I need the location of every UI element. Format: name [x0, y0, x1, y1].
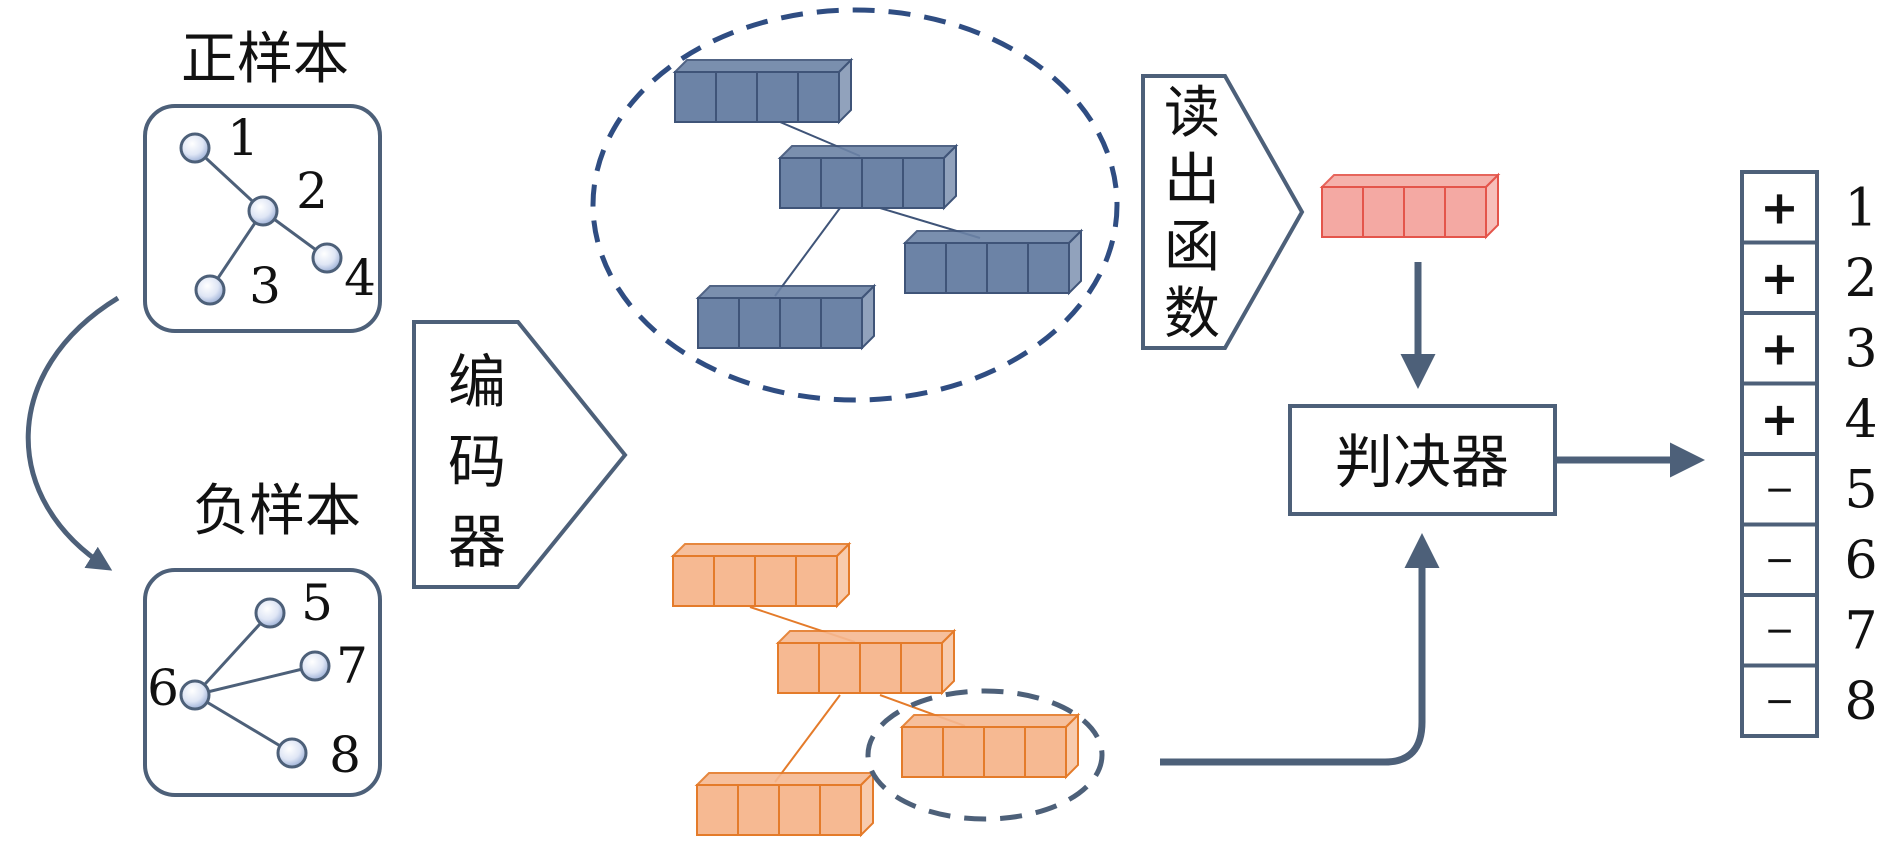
summary-embedding-vector: [1319, 172, 1501, 240]
summary-vector: [1319, 172, 1501, 240]
negative-embedding-vector-4: [694, 770, 876, 838]
readout-block: [1141, 74, 1305, 350]
positive-embedding-vector-4: [695, 283, 877, 351]
node-label-1: 1: [227, 109, 259, 167]
graph-node-7: [299, 650, 331, 682]
node-label-4: 4: [344, 249, 376, 307]
encoder-block: [412, 320, 628, 589]
negative-to-discriminator-arrow: [1160, 533, 1440, 766]
output-index-label: 7: [1844, 601, 1877, 661]
positive-label-sign: +: [1760, 321, 1799, 375]
output-index-label: 3: [1844, 319, 1877, 379]
graph-node-5: [254, 597, 286, 629]
discriminator-box: [1288, 404, 1557, 516]
selected-negative-embedding-ring: [865, 688, 1105, 822]
negative-label-sign: −: [1764, 610, 1794, 651]
graph-node-2: [247, 195, 279, 227]
output-scores: +1 +2 +3 +4 − 5 − 6 − 7 − 8: [1740, 170, 1878, 738]
negative-embedding-vector-3: [899, 712, 1081, 780]
node-label-8: 8: [329, 726, 361, 784]
node-label-3: 3: [249, 257, 281, 315]
graph-node-3: [194, 274, 226, 306]
positive-label-sign: +: [1760, 392, 1799, 446]
node-label-5: 5: [301, 574, 333, 632]
output-index-label: 8: [1844, 672, 1877, 732]
node-label-6: 6: [147, 659, 179, 717]
positive-label-sign: +: [1760, 180, 1799, 234]
output-index-label: 1: [1844, 178, 1877, 238]
positive-embedding-vector-2: [777, 143, 959, 211]
output-index-label: 6: [1844, 531, 1877, 591]
positive-sample-title: 正样本: [181, 27, 349, 92]
encoder-label-char-2: 码: [448, 428, 506, 496]
negative-graph-box: [143, 568, 382, 797]
encoder-label-char-3: 器: [448, 508, 506, 576]
output-index-label: 4: [1844, 390, 1877, 450]
negative-embedding-vector-2: [775, 628, 957, 696]
readout-label-char-1: 读: [1164, 81, 1220, 146]
graph-node-6: [179, 679, 211, 711]
graph-node-8: [276, 737, 308, 769]
negative-graph-edges: [193, 611, 316, 755]
encoder-label-char-1: 编: [448, 348, 506, 416]
output-index-label: 2: [1844, 249, 1877, 309]
negative-label-sign: −: [1764, 681, 1794, 722]
positive-label-sign: +: [1760, 251, 1799, 305]
negative-sample-title: 负样本: [193, 479, 361, 544]
node-label-7: 7: [336, 637, 368, 695]
discriminator-label: 判决器: [1335, 428, 1509, 496]
positive-embedding-vector-3: [902, 228, 1084, 296]
negative-label-sign: −: [1764, 540, 1794, 581]
corruption-arrow: [25, 295, 120, 571]
negative-embedding-vector-1: [670, 541, 852, 609]
positive-embeddings: [672, 57, 1084, 351]
negative-embeddings: [670, 541, 1081, 838]
graph-node-4: [311, 242, 343, 274]
readout-label-char-4: 数: [1164, 282, 1220, 347]
negative-label-sign: −: [1764, 469, 1794, 510]
output-index-label: 5: [1844, 460, 1877, 520]
readout-label-char-2: 出: [1164, 148, 1220, 213]
node-label-2: 2: [296, 162, 328, 220]
positive-embedding-vector-1: [672, 57, 854, 125]
graph-node-1: [179, 132, 211, 164]
positive-embedding-cluster: [590, 7, 1120, 403]
readout-label-char-3: 函: [1164, 215, 1220, 280]
